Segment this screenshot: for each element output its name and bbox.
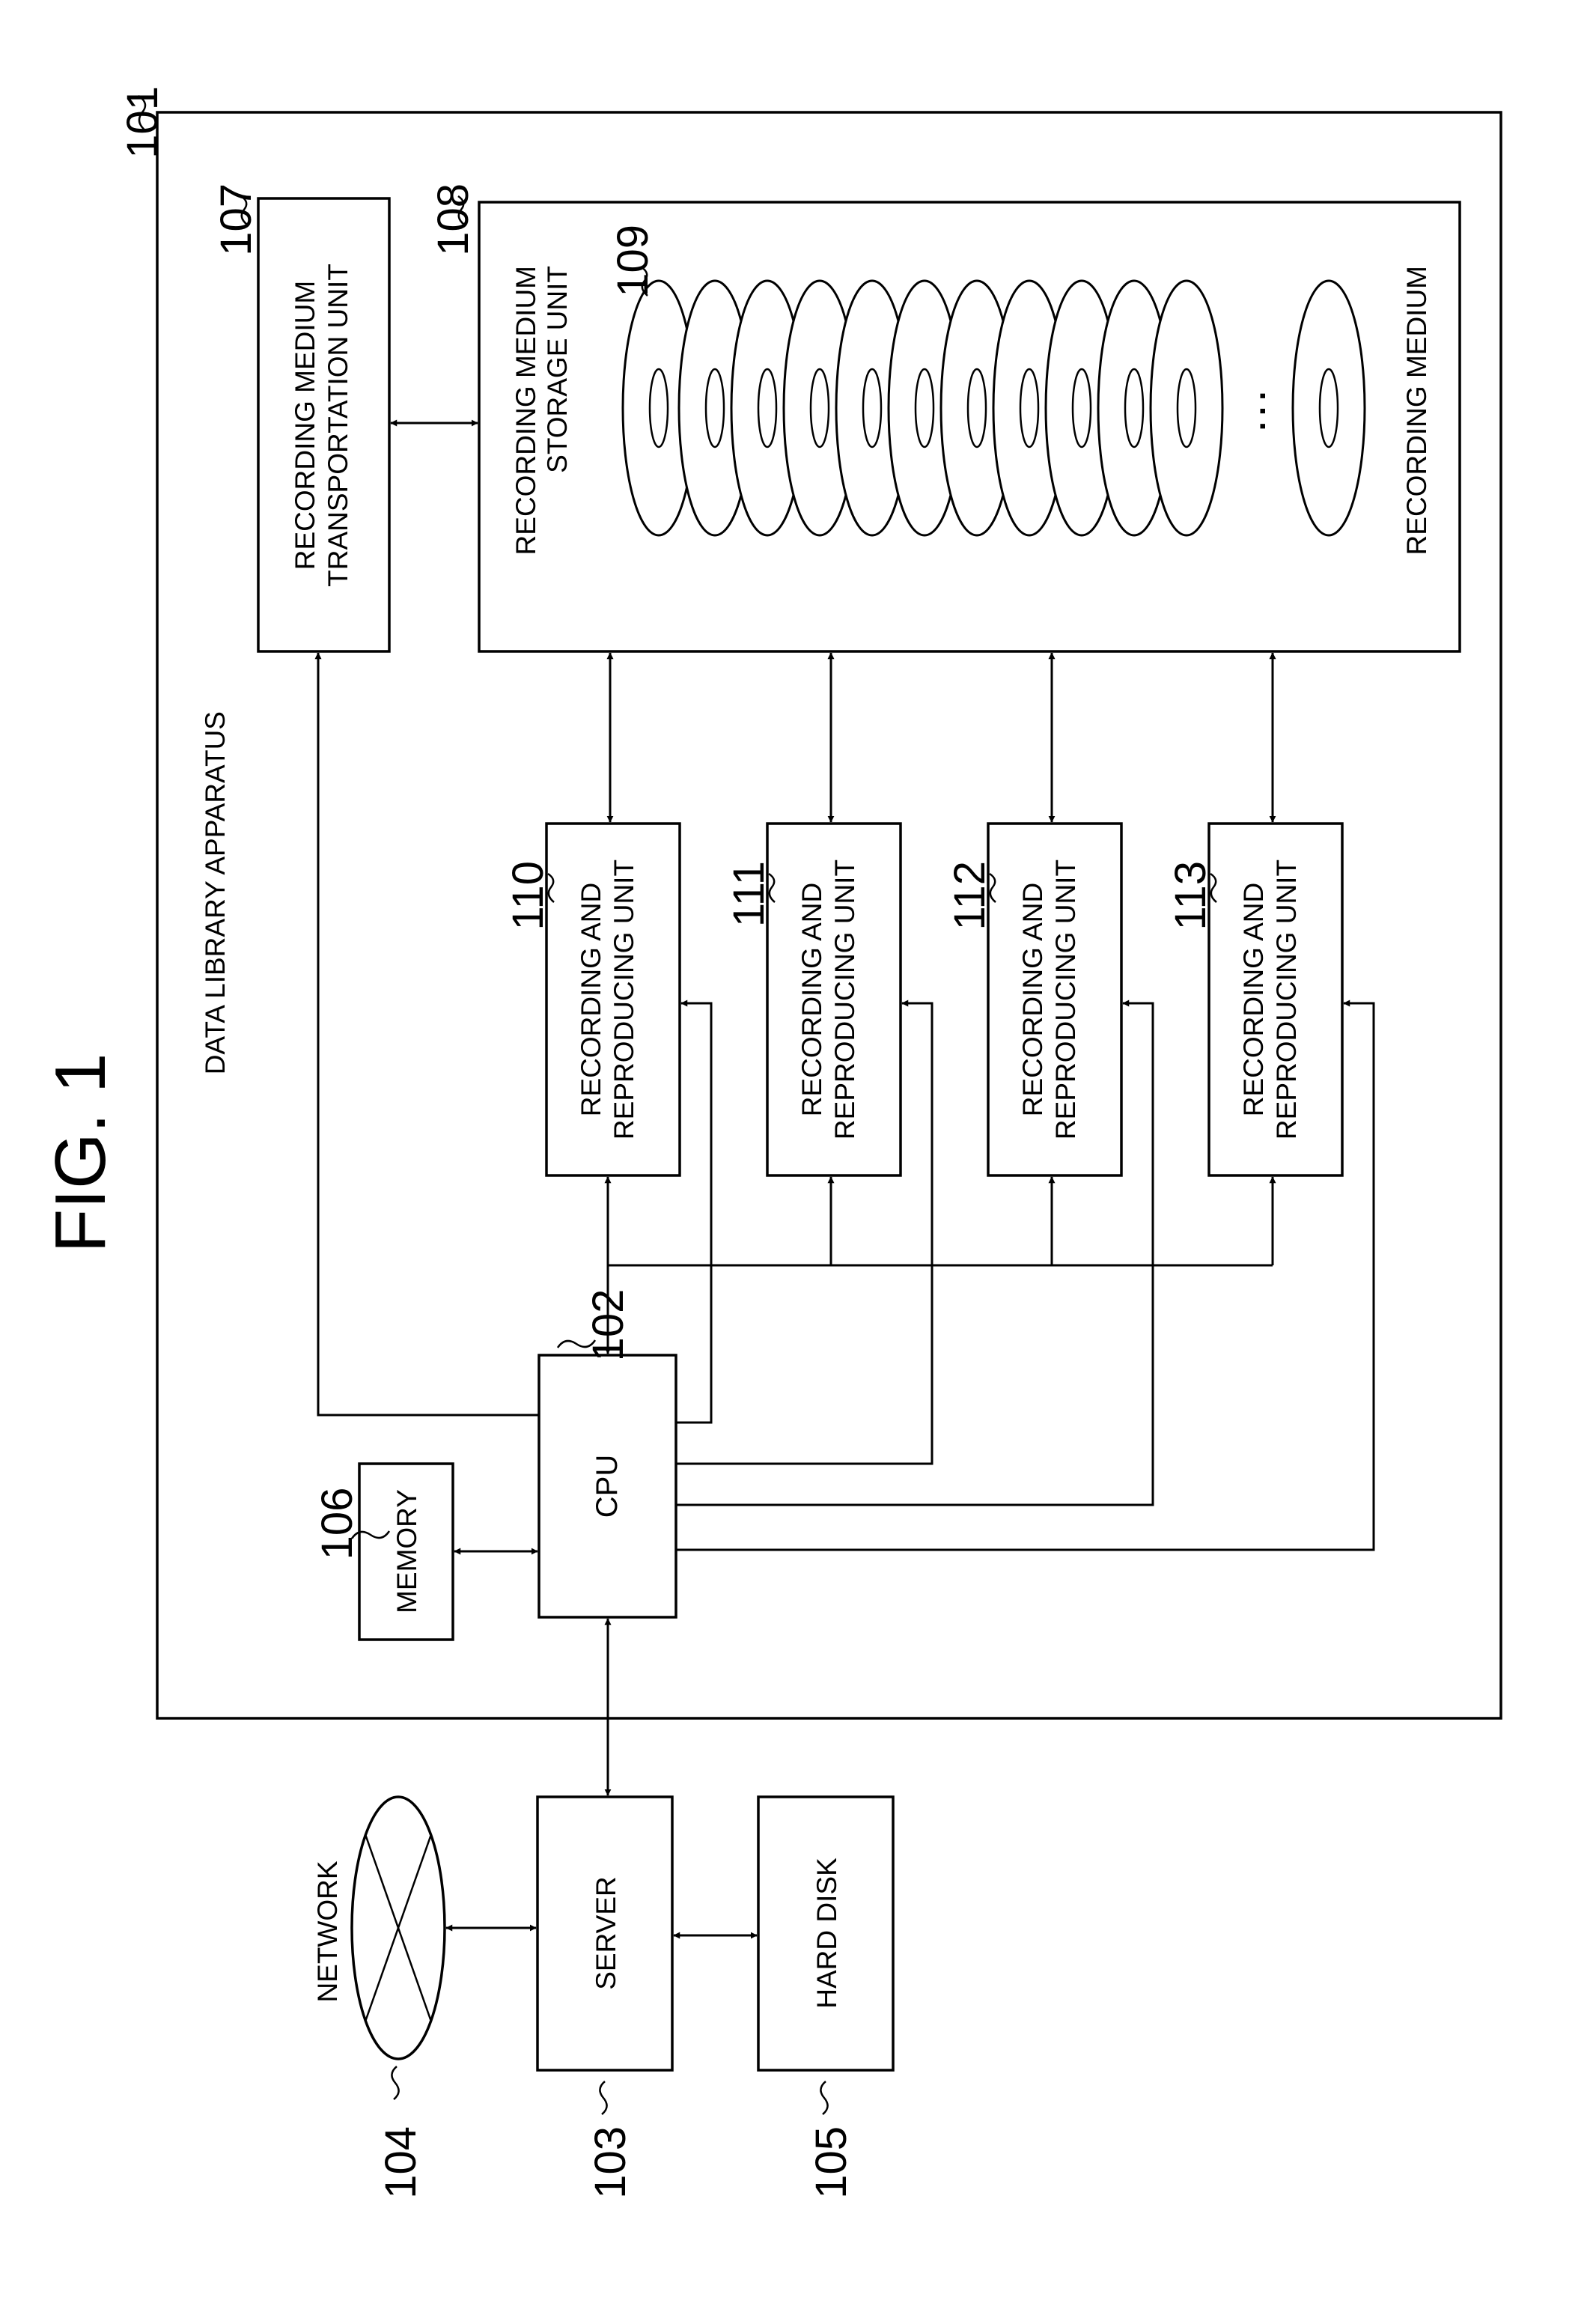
rr-unit-line1: RECORDING AND: [1238, 883, 1269, 1116]
ref-110: 110: [504, 861, 552, 930]
recording-medium-disc: [1151, 281, 1222, 535]
ref-108: 108: [429, 183, 478, 256]
ref-104: 104: [377, 2126, 425, 2199]
transport-unit-line2: TRANSPORTATION UNIT: [323, 264, 353, 587]
memory-label: MEMORY: [392, 1489, 422, 1613]
ref-107: 107: [212, 183, 261, 256]
recording-medium-disc: [1293, 281, 1365, 535]
ref-105-leader: [820, 2081, 827, 2114]
hard-disk-label: HARD DISK: [811, 1858, 842, 2009]
storage-ellipsis: ...: [1236, 386, 1273, 431]
apparatus-label: DATA LIBRARY APPARATUS: [200, 711, 231, 1074]
figure-title: FIG. 1: [40, 1053, 121, 1253]
rr-unit-line1: RECORDING AND: [797, 883, 827, 1116]
network-label: NETWORK: [312, 1861, 343, 2002]
rr-unit-line1: RECORDING AND: [1017, 883, 1048, 1116]
ref-109: 109: [609, 225, 657, 297]
transport-unit-line1: RECORDING MEDIUM: [290, 281, 320, 570]
rr-unit-line2: REPRODUCING UNIT: [1271, 860, 1302, 1140]
ref-113: 113: [1166, 861, 1215, 930]
rr-unit-line1: RECORDING AND: [576, 883, 606, 1116]
cpu-label: CPU: [591, 1455, 624, 1518]
recording-medium-label: RECORDING MEDIUM: [1401, 266, 1432, 555]
storage-unit-line2: STORAGE UNIT: [542, 266, 573, 473]
network-icon: [352, 1797, 445, 2059]
storage-unit-line1: RECORDING MEDIUM: [511, 266, 541, 555]
rr-unit-line2: REPRODUCING UNIT: [609, 860, 639, 1140]
rr-unit-line2: REPRODUCING UNIT: [1050, 860, 1081, 1140]
ref-103-leader: [600, 2081, 606, 2114]
ref-104-leader: [392, 2066, 398, 2099]
ref-106: 106: [313, 1488, 362, 1560]
ref-103: 103: [586, 2126, 635, 2199]
ref-101: 101: [118, 86, 167, 159]
ref-112: 112: [945, 861, 994, 930]
server-label: SERVER: [591, 1876, 621, 1990]
ref-105: 105: [807, 2126, 856, 2199]
rr-unit-line2: REPRODUCING UNIT: [829, 860, 860, 1140]
ref-111: 111: [725, 861, 773, 927]
